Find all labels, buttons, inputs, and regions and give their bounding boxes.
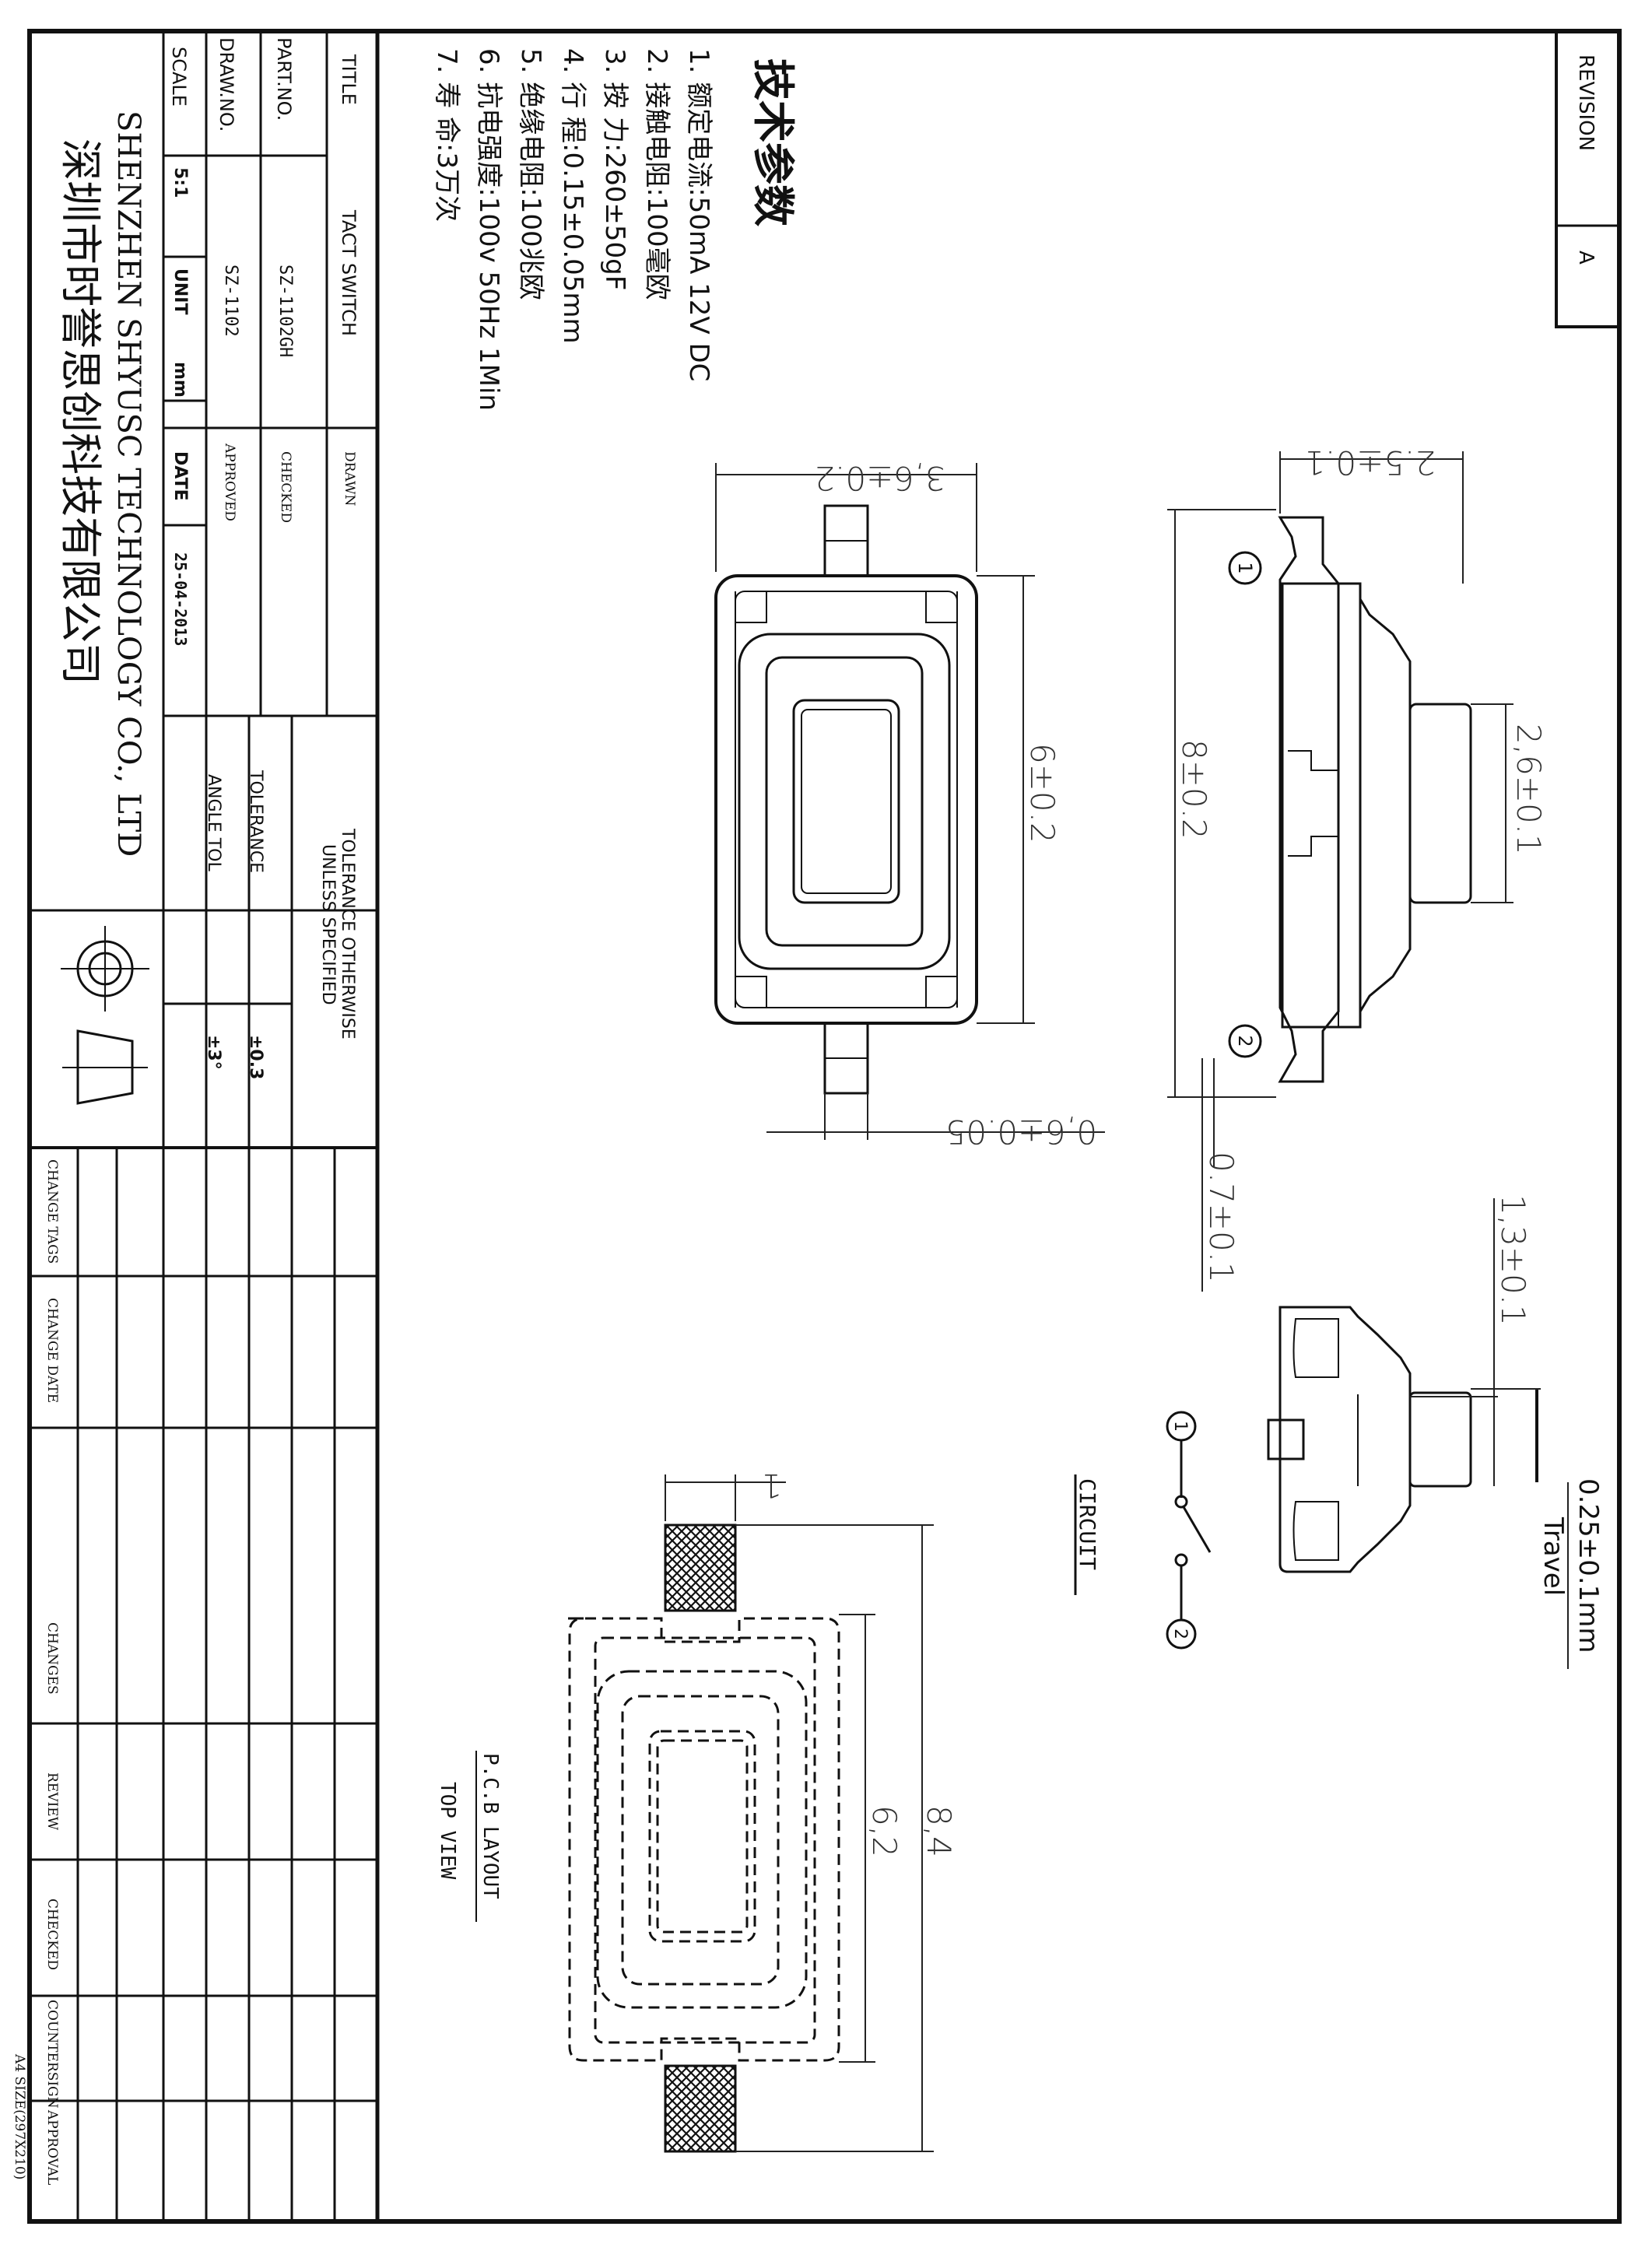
dim-pad-width: 1: [761, 1467, 782, 1505]
pin-1-label: 1: [1234, 562, 1256, 573]
changes-heading: CHANGES: [44, 1622, 60, 1695]
spec-item-2: 2. 接触电阻:100毫欧: [641, 48, 672, 300]
circuit-pin-2: 2: [1170, 1629, 1190, 1639]
pin-2-marker: [1228, 1024, 1262, 1058]
scale-label: SCALE: [168, 47, 190, 107]
outer-border: [27, 29, 1622, 2224]
pcb-pad-2: [664, 2064, 737, 2153]
pin-2-label: 2: [1234, 1035, 1256, 1047]
title-value: TACT SWITCH: [338, 209, 360, 336]
spec-item-7: 7. 寿 命:3万次: [431, 48, 462, 222]
dim-body-length: 6±0.2: [1023, 743, 1061, 843]
tolerance-value: ±0.3: [246, 1035, 265, 1079]
part-no-value: SZ-1102GH: [275, 265, 295, 357]
company-chinese-name: 深圳市时誉思创科技有限公司: [56, 138, 105, 685]
pcb-pad-1: [664, 1523, 737, 1612]
tolerance-header-1: TOLERANCE OTHERWISE: [338, 828, 357, 1040]
review-heading: REVIEW: [44, 1772, 60, 1831]
drawn-label: DRAWN: [342, 451, 357, 506]
travel-view: 1,3±0.1 0.25±0.1mm Travel: [1267, 1194, 1604, 1669]
spec-item-4: 4. 行 程:0.15±0.05mm: [557, 48, 588, 344]
circuit-label: CIRCUIT: [1075, 1478, 1100, 1570]
title-label: TITLE: [338, 54, 360, 105]
angle-tol-label: ANGLE TOL: [204, 774, 223, 871]
spec-item-6: 6. 抗电强度:100v 50Hz 1Min: [473, 48, 504, 411]
spec-item-1: 1. 额定电流:50mA 12V DC: [683, 48, 714, 381]
revision-value: A: [1574, 251, 1598, 265]
travel-label: Travel: [1538, 1516, 1569, 1596]
scale-value: 5:1: [170, 167, 190, 198]
approval-heading: APPROVAL: [44, 2109, 60, 2185]
dim-body-width: 3,6±0.2: [814, 459, 945, 497]
dim-plunger-width: 2,6±0.1: [1510, 724, 1548, 855]
draw-no-label: DRAW.NO.: [216, 37, 237, 131]
dim-pcb-total: 8,4: [920, 1805, 958, 1857]
unit-label: UNIT: [170, 268, 190, 314]
pcb-layout: 1 8,4 6,2 P.C.B LAYOUT TOP VIEW: [436, 1467, 958, 2153]
revision-label: REVISION: [1574, 54, 1598, 151]
spec-heading: 技术参数: [749, 58, 798, 226]
circuit-pin-1: 1: [1170, 1421, 1190, 1432]
spec-item-3: 3. 按 力:260±50gF: [599, 48, 630, 290]
spec-item-5: 5. 绝缘电阻:100兆欧: [515, 48, 546, 300]
top-view-label: TOP VIEW: [436, 1782, 459, 1880]
pin-1-marker: [1228, 551, 1262, 585]
countersign-heading: COUNTERSIGN: [44, 2000, 60, 2109]
dim-lead-offset: 0.7±0.1: [1202, 1152, 1240, 1283]
tolerance-header-2: UNLESS SPECIFIED: [318, 844, 338, 1005]
checked-heading: CHECKED: [44, 1899, 60, 1970]
change-tags-heading: CHANGE TAGS: [44, 1159, 60, 1264]
part-no-label: PART.NO.: [273, 37, 295, 121]
date-value: 25-04-2013: [171, 552, 190, 646]
draw-no-value: SZ-1102: [221, 265, 240, 337]
title-block: TITLE TACT SWITCH DRAWN PART.NO. SZ-1102…: [12, 31, 380, 2221]
unit-value: mm: [170, 362, 190, 398]
dim-plunger-height: 1,3±0.1: [1494, 1194, 1532, 1326]
projection-symbol: [61, 926, 149, 1105]
change-date-heading: CHANGE DATE: [44, 1298, 60, 1403]
date-label: DATE: [170, 451, 190, 501]
dim-side-lead: 2.5±0.1: [1304, 444, 1436, 482]
pcb-layout-label: P.C.B LAYOUT: [479, 1753, 502, 1899]
revision-block: REVISION A: [1555, 30, 1621, 328]
side-view: 1 2 2.5±0.1 2,6±0.1 8±0.2 0.7±0.1: [1167, 444, 1548, 1292]
circuit-symbol: 1 2 CIRCUIT: [1074, 1411, 1212, 1650]
dim-overall-length: 8±0.2: [1175, 739, 1213, 840]
approved-label: APPROVED: [222, 443, 237, 521]
dim-pcb-body: 6,2: [865, 1805, 903, 1857]
tolerance-label: TOLERANCE: [246, 770, 265, 873]
sheet-size-note: A4 SIZE(297X210): [12, 2053, 27, 2179]
spec-list: 技术参数 1. 额定电流:50mA 12V DC 2. 接触电阻:100毫欧 3…: [431, 48, 798, 411]
dim-lead-width: 0,6±0.05: [945, 1113, 1097, 1151]
travel-value: 0.25±0.1mm: [1573, 1478, 1604, 1653]
company-english-name: SHENZHEN SHYUSC TECHNOLOGY CO., LTD: [110, 110, 146, 857]
top-view: 3,6±0.2 6±0.2 0,6±0.05: [714, 459, 1105, 1151]
checked-label: CHECKED: [278, 451, 293, 523]
angle-tol-value: ±3°: [204, 1035, 223, 1070]
